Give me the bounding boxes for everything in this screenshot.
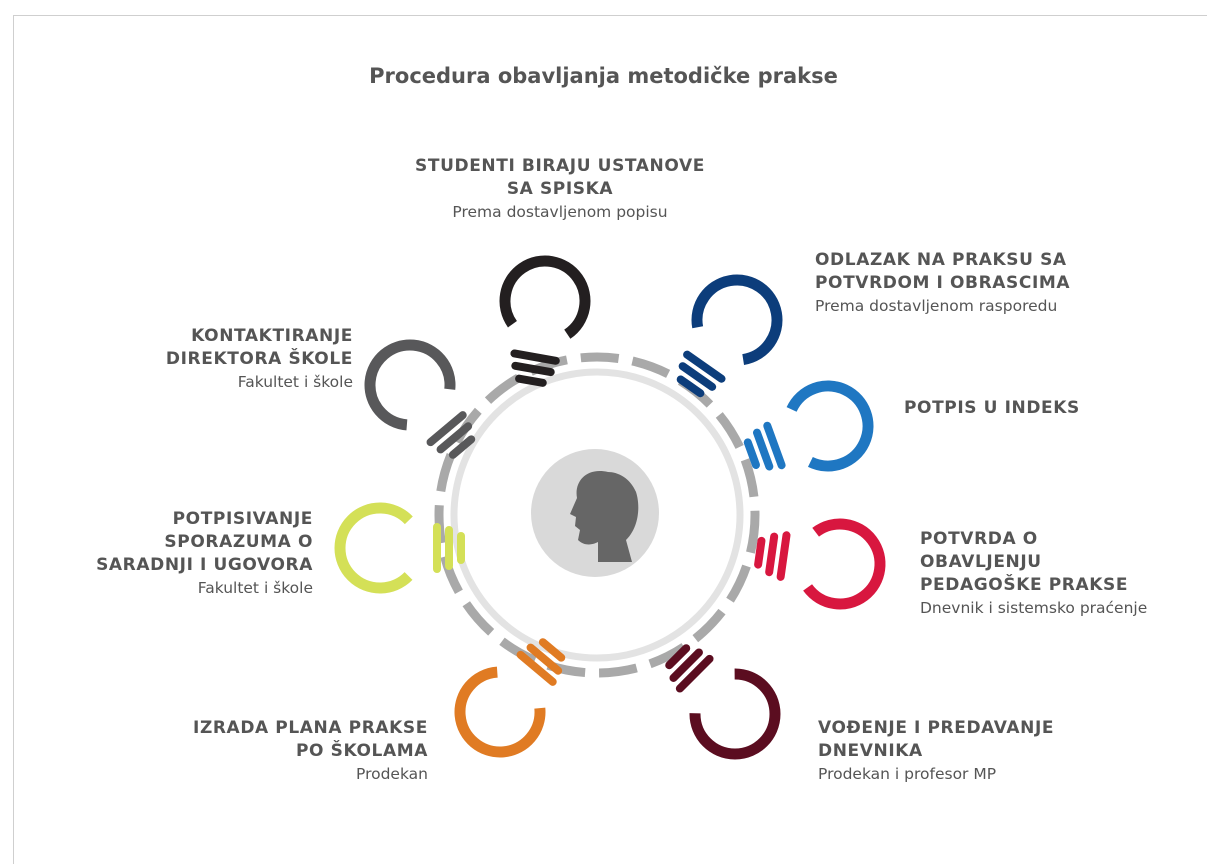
step-6-bulb-icon [454, 638, 566, 758]
step-4-title: POTVRDA O OBAVLJENJU PEDAGOŠKE PRAKSE [920, 529, 1129, 595]
step-7-label: POTPISIVANJE SPORAZUMA O SARADNJI I UGOV… [0, 508, 313, 600]
step-7-title: POTPISIVANJE SPORAZUMA O SARADNJI I UGOV… [96, 509, 313, 575]
step-2-subtitle: Prema dostavljenom rasporedu [815, 297, 1058, 315]
outer-dashed-ring [434, 352, 760, 678]
step-3-title: POTPIS U INDEKS [904, 398, 1080, 418]
step-3-bulb-icon [743, 380, 874, 472]
step-5-label: VOĐENJE I PREDAVANJE DNEVNIKA Prodekan i… [818, 717, 1158, 786]
step-1-title: STUDENTI BIRAJU USTANOVE SA SPISKA [415, 156, 705, 199]
step-1-bulb-icon [499, 255, 591, 387]
step-7-subtitle: Fakultet i škole [197, 579, 313, 597]
step-2-label: ODLAZAK NA PRAKSU SA POTVRDOM I OBRASCIM… [815, 249, 1155, 318]
step-2-bulb-icon [676, 274, 783, 398]
step-8-label: KONTAKTIRANJE DIREKTORA ŠKOLE Fakultet i… [13, 325, 353, 394]
step-3-label: POTPIS U INDEKS [904, 397, 1207, 420]
step-5-bulb-icon [665, 644, 781, 760]
step-4-label: POTVRDA O OBAVLJENJU PEDAGOŠKE PRAKSE Dn… [920, 528, 1200, 620]
step-6-title: IZRADA PLANA PRAKSE PO ŠKOLAMA [193, 718, 428, 761]
step-5-title: VOĐENJE I PREDAVANJE DNEVNIKA [818, 718, 1055, 761]
step-8-title: KONTAKTIRANJE DIREKTORA ŠKOLE [165, 326, 353, 369]
step-7-bulb-icon [334, 502, 465, 594]
inner-ring [450, 368, 744, 662]
step-6-label: IZRADA PLANA PRAKSE PO ŠKOLAMA Prodekan [88, 717, 428, 786]
head-profile-icon [570, 471, 639, 562]
diagram-frame [13, 15, 1207, 864]
diagram-title: Procedura obavljanja metodičke prakse [369, 64, 838, 88]
step-5-subtitle: Prodekan i profesor MP [818, 765, 997, 783]
step-1-subtitle: Prema dostavljenom popisu [452, 203, 668, 221]
step-8-bulb-icon [364, 339, 476, 459]
step-4-subtitle: Dnevnik i sistemsko praćenje [920, 599, 1148, 617]
step-1-label: STUDENTI BIRAJU USTANOVE SA SPISKA Prema… [390, 155, 730, 224]
step-2-title: ODLAZAK NA PRAKSU SA POTVRDOM I OBRASCIM… [815, 250, 1071, 293]
step-8-subtitle: Fakultet i škole [237, 373, 353, 391]
step-6-subtitle: Prodekan [356, 765, 428, 783]
step-4-bulb-icon [754, 518, 886, 610]
